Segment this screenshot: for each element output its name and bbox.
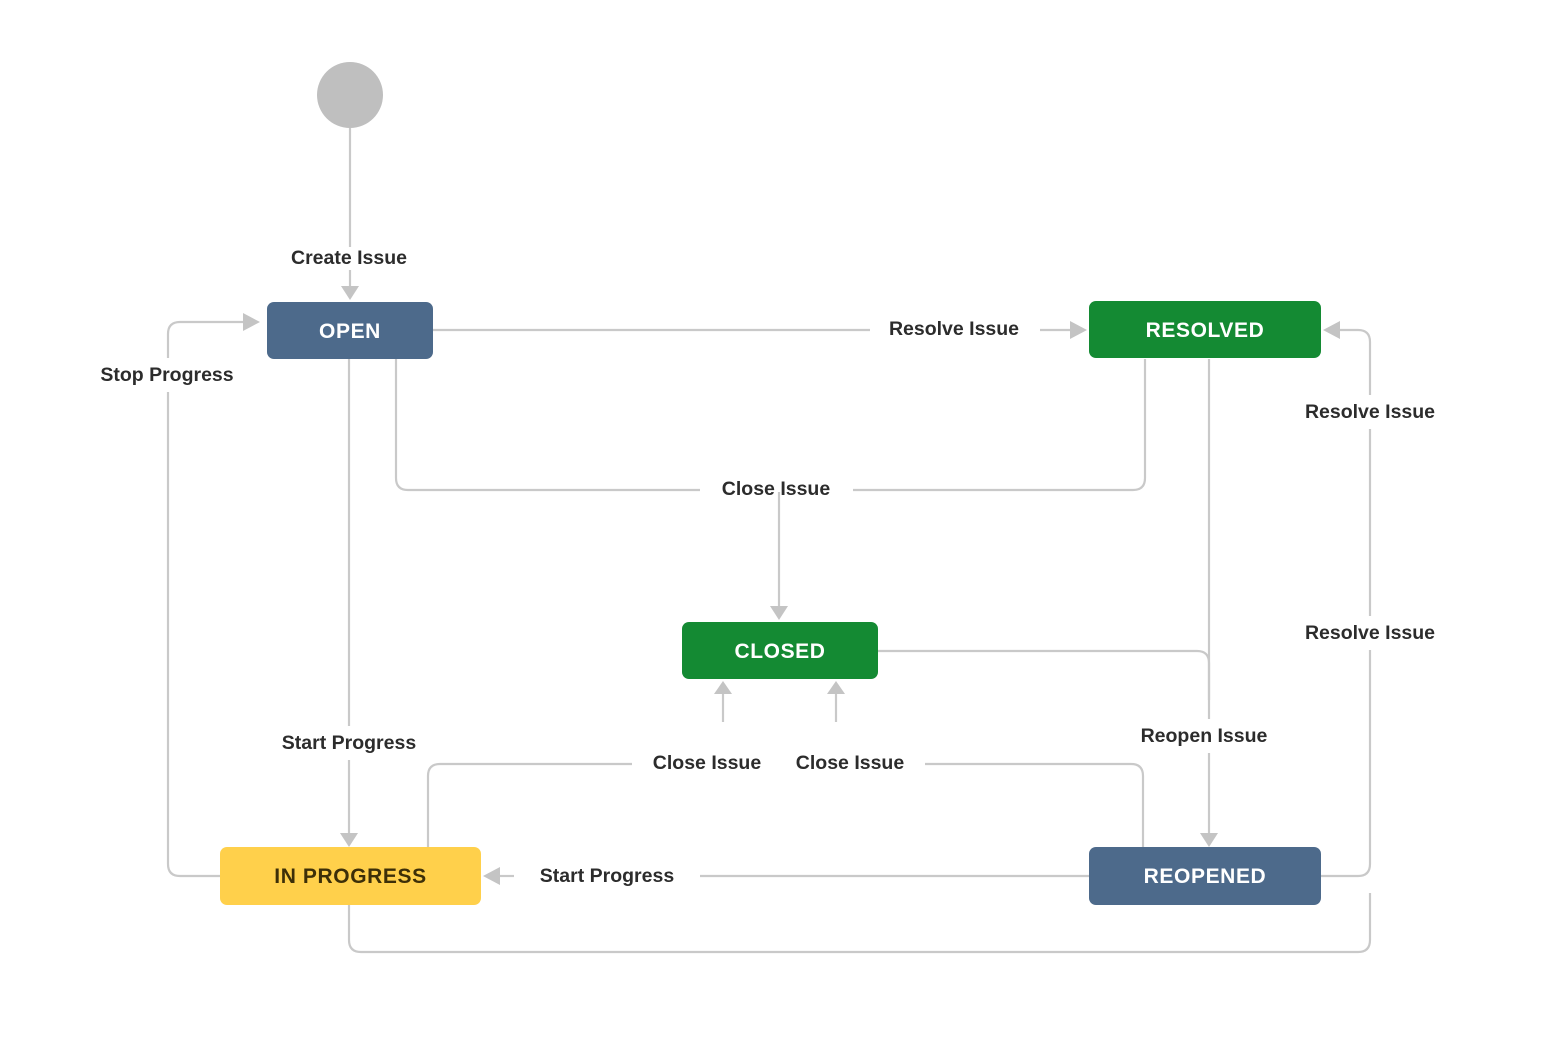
node-closed-rect bbox=[682, 622, 878, 679]
edge-label-close-issue-left: Close Issue bbox=[653, 752, 762, 774]
edge-label-text: Resolve Issue bbox=[889, 318, 1019, 340]
edge-label-start-progress-open: Start Progress bbox=[282, 732, 417, 754]
edge-label-text: Resolve Issue bbox=[1305, 622, 1435, 644]
edge-label-resolve-issue-inprogress: Resolve Issue bbox=[1305, 622, 1435, 644]
node-open[interactable]: OPEN bbox=[267, 302, 433, 359]
edge-reopen-issue bbox=[1200, 359, 1218, 847]
edge-label-text: Stop Progress bbox=[100, 364, 233, 386]
node-in-progress-rect bbox=[220, 847, 481, 905]
edge-label-close-issue-top: Close Issue bbox=[722, 478, 831, 500]
node-resolved[interactable]: RESOLVED bbox=[1089, 301, 1321, 358]
start-circle-icon bbox=[317, 62, 383, 128]
edge-start-progress-reopened bbox=[483, 867, 1089, 885]
edge-closed-to-reopened bbox=[878, 649, 1211, 700]
edge-label-close-issue-right: Close Issue bbox=[796, 752, 905, 774]
edge-label-start-progress-reopened: Start Progress bbox=[540, 865, 675, 887]
start-node[interactable] bbox=[317, 62, 383, 128]
edge-label-resolve-issue-open: Resolve Issue bbox=[889, 318, 1019, 340]
edge-resolve-issue-open bbox=[433, 321, 1087, 339]
node-reopened[interactable]: REOPENED bbox=[1089, 847, 1321, 905]
edge-label-text: Close Issue bbox=[653, 752, 762, 774]
node-open-rect bbox=[267, 302, 433, 359]
node-closed[interactable]: CLOSED bbox=[682, 622, 878, 679]
edge-close-issue-top bbox=[394, 359, 1147, 620]
edge-start-progress-open bbox=[340, 359, 358, 847]
node-in-progress[interactable]: IN PROGRESS bbox=[220, 847, 481, 905]
edge-label-text: Close Issue bbox=[796, 752, 905, 774]
edge-create-issue bbox=[341, 128, 359, 300]
edge-label-text: Start Progress bbox=[282, 732, 417, 754]
edge-label-resolve-issue-reopened: Resolve Issue bbox=[1305, 401, 1435, 423]
edge-stop-progress bbox=[166, 313, 260, 878]
edge-label-text: Create Issue bbox=[291, 247, 407, 269]
edge-label-text: Close Issue bbox=[722, 478, 831, 500]
edge-resolve-issue-inprogress bbox=[347, 893, 1372, 954]
node-resolved-rect bbox=[1089, 301, 1321, 358]
edge-close-issue-right bbox=[827, 681, 1145, 847]
edge-label-reopen-issue: Reopen Issue bbox=[1141, 725, 1268, 747]
edge-label-stop-progress: Stop Progress bbox=[100, 364, 233, 386]
edge-close-issue-left bbox=[426, 681, 732, 847]
edge-label-text: Resolve Issue bbox=[1305, 401, 1435, 423]
edge-label-text: Reopen Issue bbox=[1141, 725, 1268, 747]
node-reopened-rect bbox=[1089, 847, 1321, 905]
edge-label-create-issue: Create Issue bbox=[291, 247, 407, 269]
edge-label-text: Start Progress bbox=[540, 865, 675, 887]
edge-resolve-issue-reopened bbox=[1321, 321, 1372, 878]
